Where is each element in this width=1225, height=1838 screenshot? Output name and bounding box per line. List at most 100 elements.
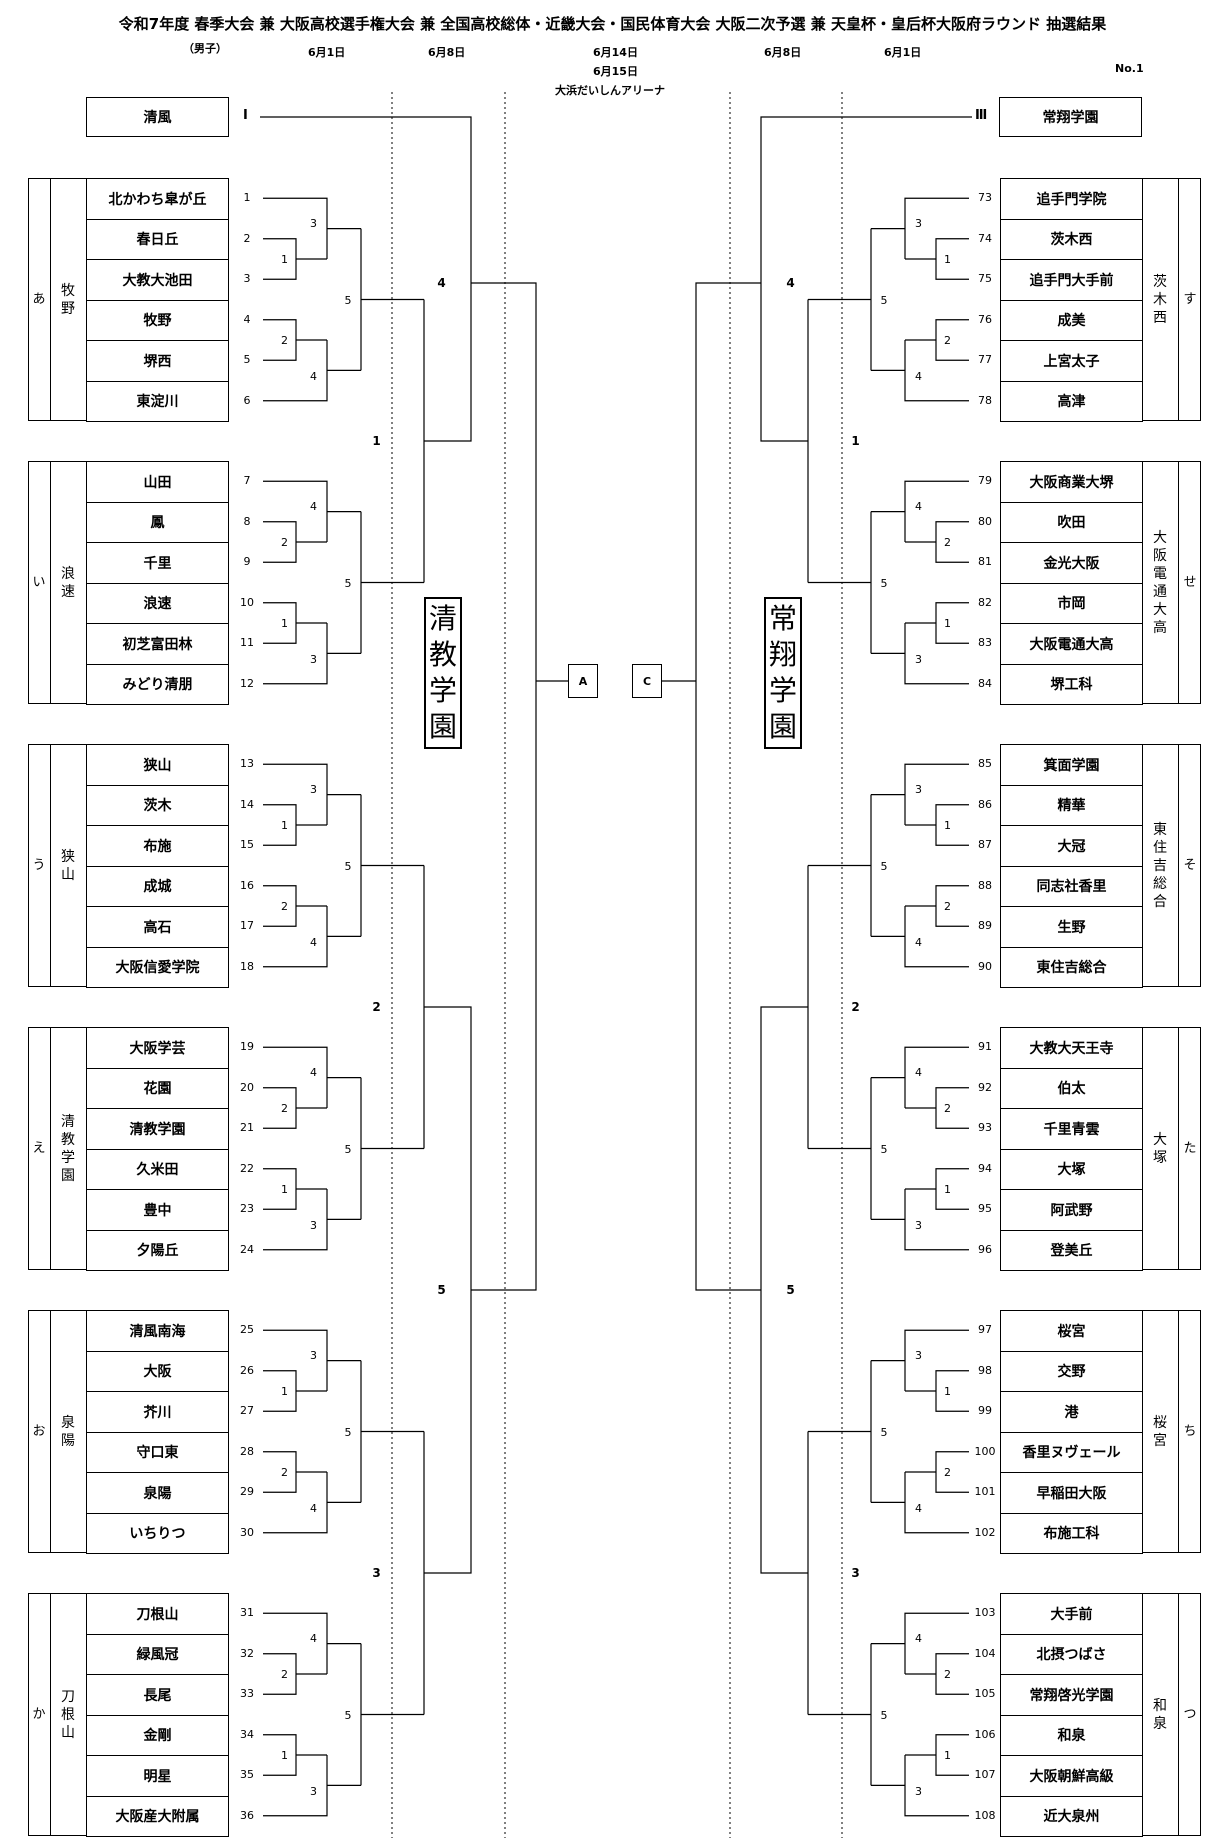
round-label: 1 [364,434,389,448]
final-host-left: 清教学園 [424,597,462,749]
division-label: （男子） [183,42,227,55]
round-label: 2 [937,1668,958,1681]
round-label: 3 [303,216,324,230]
team-name: みどり清朋 [86,663,229,705]
block-name: 大塚 [1153,1131,1167,1166]
round-label: 2 [937,1466,958,1479]
round-label: 3 [908,1348,929,1362]
round-label: 3 [908,1219,929,1233]
bracket-line [263,1189,328,1251]
block-kana: た [1183,1140,1197,1156]
block-kana: す [1183,291,1197,307]
team-number: 13 [240,757,254,771]
team-name: 桜宮 [1000,1310,1143,1352]
team-name: 登美丘 [1000,1229,1143,1271]
team-number: 15 [240,838,254,852]
team-number: 23 [240,1202,254,1216]
round-label: 2 [937,900,958,913]
round-label: 4 [908,1065,929,1079]
team-name: 阿武野 [1000,1189,1143,1231]
round-label: 5 [874,859,894,873]
team-name: 早稲田大阪 [1000,1472,1143,1514]
team-name: 狭山 [86,744,229,786]
team-number: 99 [978,1404,992,1418]
team-name: 大阪信愛学院 [86,946,229,988]
round-label: 4 [908,1502,929,1516]
block-kana: い [32,574,46,590]
team-number: 95 [978,1202,992,1216]
team-number: 20 [240,1080,254,1094]
date-right-round1: 6月1日 [884,46,922,59]
team-number: 36 [240,1808,254,1822]
team-number: 34 [240,1727,254,1741]
team-name: 和泉 [1000,1714,1143,1756]
block-kana: か [32,1706,46,1722]
team-number: 103 [974,1606,996,1620]
team-number: 91 [978,1040,992,1054]
round-label: 1 [274,1749,295,1762]
block-kana: ち [1183,1423,1197,1439]
round-label: 5 [338,859,358,873]
team-number: 27 [240,1404,254,1418]
seed-left-school: 清風 [86,97,229,137]
team-name: 成美 [1000,299,1143,341]
team-name: 大阪学芸 [86,1027,229,1069]
team-name: 市岡 [1000,582,1143,624]
bracket-line [904,1189,969,1251]
team-number: 16 [240,878,254,892]
bracket-line [263,623,328,685]
team-number: 11 [240,636,254,650]
final-host-right: 常翔学園 [764,597,802,749]
team-name: 初芝富田林 [86,623,229,665]
team-number: 98 [978,1363,992,1377]
round-label: 2 [843,1000,868,1014]
round-label: 4 [908,936,929,950]
team-name: 大阪朝鮮高級 [1000,1755,1143,1797]
team-name: 港 [1000,1391,1143,1433]
team-number: 73 [978,191,992,205]
round-label: 5 [338,1708,358,1722]
round-label: 4 [778,276,803,290]
team-number: 75 [978,272,992,286]
seed-right-school: 常翔学園 [999,97,1142,137]
court-box-left: A [568,664,598,698]
team-name: 大手前 [1000,1593,1143,1635]
team-name: 茨木 [86,784,229,826]
bracket-line [471,282,537,1291]
page-number: No.1 [1115,62,1144,75]
team-name: 山田 [86,461,229,503]
team-number: 74 [978,231,992,245]
team-name: 清風南海 [86,1310,229,1352]
team-number: 29 [240,1485,254,1499]
team-name: 守口東 [86,1431,229,1473]
team-name: 東淀川 [86,380,229,422]
block-name: 和泉 [1153,1697,1167,1732]
block-divider [1178,1594,1179,1835]
team-number: 97 [978,1323,992,1337]
round-label: 5 [429,1283,454,1297]
team-name: 金光大阪 [1000,542,1143,584]
round-label: 4 [908,370,929,384]
team-number: 32 [240,1646,254,1660]
block-kana: つ [1183,1706,1197,1722]
round-label: 1 [937,253,958,266]
team-number: 25 [240,1323,254,1337]
team-name: 明星 [86,1755,229,1797]
team-number: 88 [978,878,992,892]
team-name: 精華 [1000,784,1143,826]
round-label: 4 [303,499,324,513]
round-label: 1 [937,1749,958,1762]
round-label: 2 [274,1668,295,1681]
round-label: 2 [937,1102,958,1115]
team-number: 78 [978,393,992,407]
round-label: 4 [303,1065,324,1079]
team-number: 2 [243,231,251,245]
bracket-line [263,1329,328,1391]
team-number: 14 [240,797,254,811]
date-left-round1: 6月1日 [308,46,346,59]
round-label: 4 [303,936,324,950]
round-label: 5 [874,576,894,590]
team-name: 堺西 [86,340,229,382]
team-name: 大教大天王寺 [1000,1027,1143,1069]
